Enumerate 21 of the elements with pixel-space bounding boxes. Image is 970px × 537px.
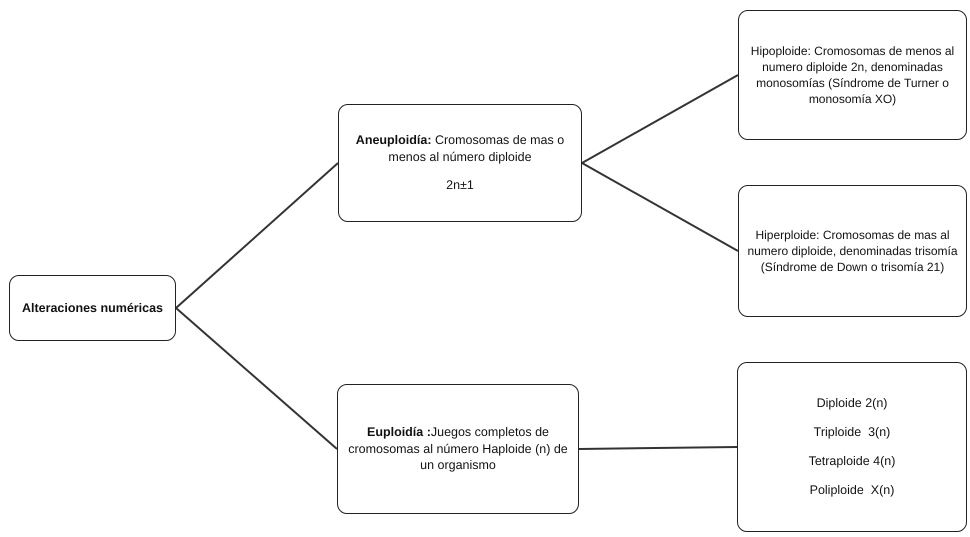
box-text: Hipoploide: Cromosomas de menos al numero diploide 2n, denominadas monosomías (Síndrome de Turner o monosomía XO) <box>750 42 956 108</box>
connector-line <box>582 162 738 252</box>
rounded-box <box>738 185 967 317</box>
box-text: Euploidía :Juegos completos de cromosomas al número Haploide (n) de un organismo <box>347 424 569 474</box>
connector-line <box>175 307 338 450</box>
connector-line <box>175 162 339 309</box>
rounded-box <box>338 104 582 222</box>
box-text: Aneuploidía: Cromosomas de mas o menos al número diploide <box>354 132 566 166</box>
rounded-box <box>738 10 967 140</box>
box-text: Triploide 3(n) <box>814 424 890 441</box>
rounded-box <box>737 362 967 532</box>
rounded-box <box>9 275 176 341</box>
box-text: Tetraploide 4(n) <box>808 453 896 470</box>
rounded-box <box>337 384 579 514</box>
box-text: Diploide 2(n) <box>816 395 888 412</box>
box-text: Poliploide X(n) <box>810 482 894 499</box>
connector-line <box>578 446 738 450</box>
connector-line <box>582 74 738 164</box>
box-text: 2n±1 <box>446 177 474 194</box>
box-text: Alteraciones numéricas <box>22 300 164 316</box>
box-text: Hiperploide: Cromosomas de mas al numero diploide, denominadas trisomía (Síndrome de Down o trisomía 21) <box>746 226 959 276</box>
